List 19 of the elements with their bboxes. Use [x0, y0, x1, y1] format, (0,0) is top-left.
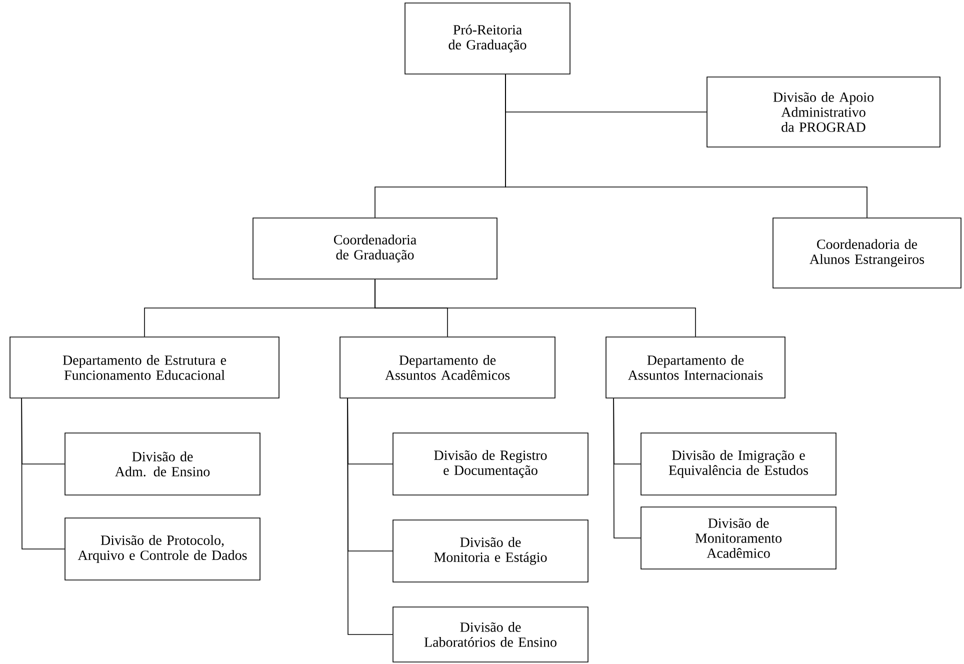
org-box: Divisão de Monitoria e Estágio [392, 520, 588, 582]
org-box: Divisão de Laboratórios de Ensino [392, 606, 588, 662]
org-box: Divisão de Monitoramento Acadêmico [640, 506, 836, 570]
connector-line [613, 398, 641, 538]
connector-line [21, 398, 65, 550]
org-box: Departamento de Assuntos Internacionais [606, 336, 786, 398]
org-box: Pró-Reitoria de Graduação [404, 2, 570, 74]
connector-line [505, 74, 868, 218]
org-box: Departamento de Estrutura e Funcionamento Educacional [10, 336, 280, 398]
org-box: Coordenadoria de Graduação [252, 218, 498, 280]
connector-line [374, 279, 696, 337]
org-box: Divisão de Registro e Documentação [392, 432, 588, 496]
org-box: Divisão de Protocolo, Arquivo e Controle de Dados [64, 518, 260, 580]
org-box: Divisão de Apoio Administrativo da PROGRAD [706, 76, 940, 148]
org-box: Coordenadoria de Alunos Estrangeiros [772, 218, 962, 288]
org-box: Departamento de Assuntos Acadêmicos [340, 336, 556, 398]
connector-line [347, 398, 393, 635]
org-box: Divisão de Adm. de Ensino [64, 432, 260, 496]
org-box: Divisão de Imigração e Equivalência de Estudos [640, 432, 836, 496]
